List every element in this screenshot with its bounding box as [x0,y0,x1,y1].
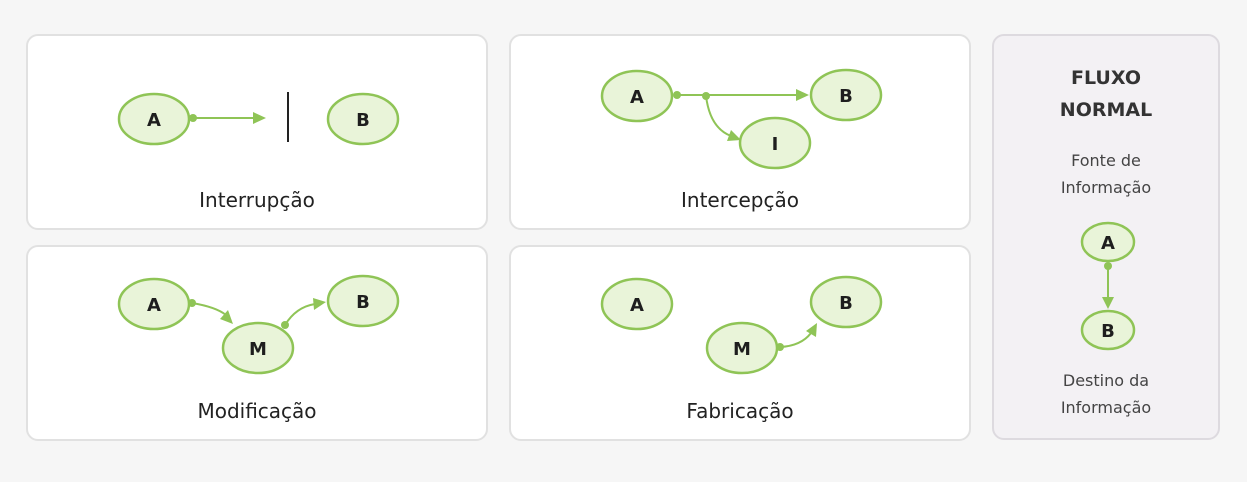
interception-diagram: A B I [600,68,883,170]
arrowhead-i [727,130,741,141]
node-i [738,116,812,170]
node-a-label: A [147,295,161,316]
modification-diagram: A M B [117,274,400,375]
card-interception: A B I Intercepção [509,34,971,230]
interruption-diagram: A B [117,92,400,146]
normal-flow-heading-line1: FLUXO [1071,67,1141,89]
arrowhead-b [796,89,809,101]
source-label-line1: Fonte de [1071,151,1141,170]
node-m [221,321,295,375]
node-b-label: B [356,292,370,313]
node-m-label: M [249,339,267,360]
node-b [326,92,400,146]
node-a-label: A [630,87,644,108]
arrowhead-b [806,323,817,337]
arrow-a-to-m [191,302,227,316]
normal-flow-diagram: A B [1080,221,1136,351]
node-b-label: B [839,293,853,314]
node-b [809,68,883,122]
card-modification: A M B Modificação [26,245,488,441]
node-b-label: B [1101,321,1115,342]
arrowhead-m [220,310,233,324]
destination-label-line2: Informação [1060,398,1152,417]
arrowhead-b [1102,297,1114,309]
node-b-label: B [356,110,370,131]
node-a [600,277,674,331]
node-a-label: A [147,110,161,131]
arrowhead [253,112,266,124]
node-b-label: B [839,86,853,107]
node-i-label: I [772,134,779,155]
node-a-label: A [1101,233,1115,254]
node-a [1080,221,1136,263]
node-m-label: M [733,339,751,360]
arrow-to-i [705,95,732,137]
card-title-modification: Modificação [197,399,317,423]
arrow-m-to-b [779,332,812,348]
node-a-label: A [630,295,644,316]
node-b [809,275,883,329]
node-a [600,69,674,123]
destination-label-line1: Destino da [1062,371,1150,390]
card-title-fabrication: Fabricação [686,399,794,423]
card-fabrication: A M B Fabricação [509,245,971,441]
card-title-interception: Intercepção [681,188,799,212]
card-interruption: A B Interrupção [26,34,488,230]
arrow-m-to-b [284,303,316,326]
node-b [1080,309,1136,351]
card-title-interruption: Interrupção [199,188,315,212]
fabrication-diagram: A M B [600,275,883,375]
source-label-line2: Informação [1060,178,1152,197]
normal-flow-panel: FLUXO NORMAL Fonte de Informação A B Des… [992,34,1220,440]
arrowhead-b [313,298,326,310]
node-a [117,92,191,146]
node-b [326,274,400,328]
normal-flow-heading-line2: NORMAL [1059,99,1153,121]
